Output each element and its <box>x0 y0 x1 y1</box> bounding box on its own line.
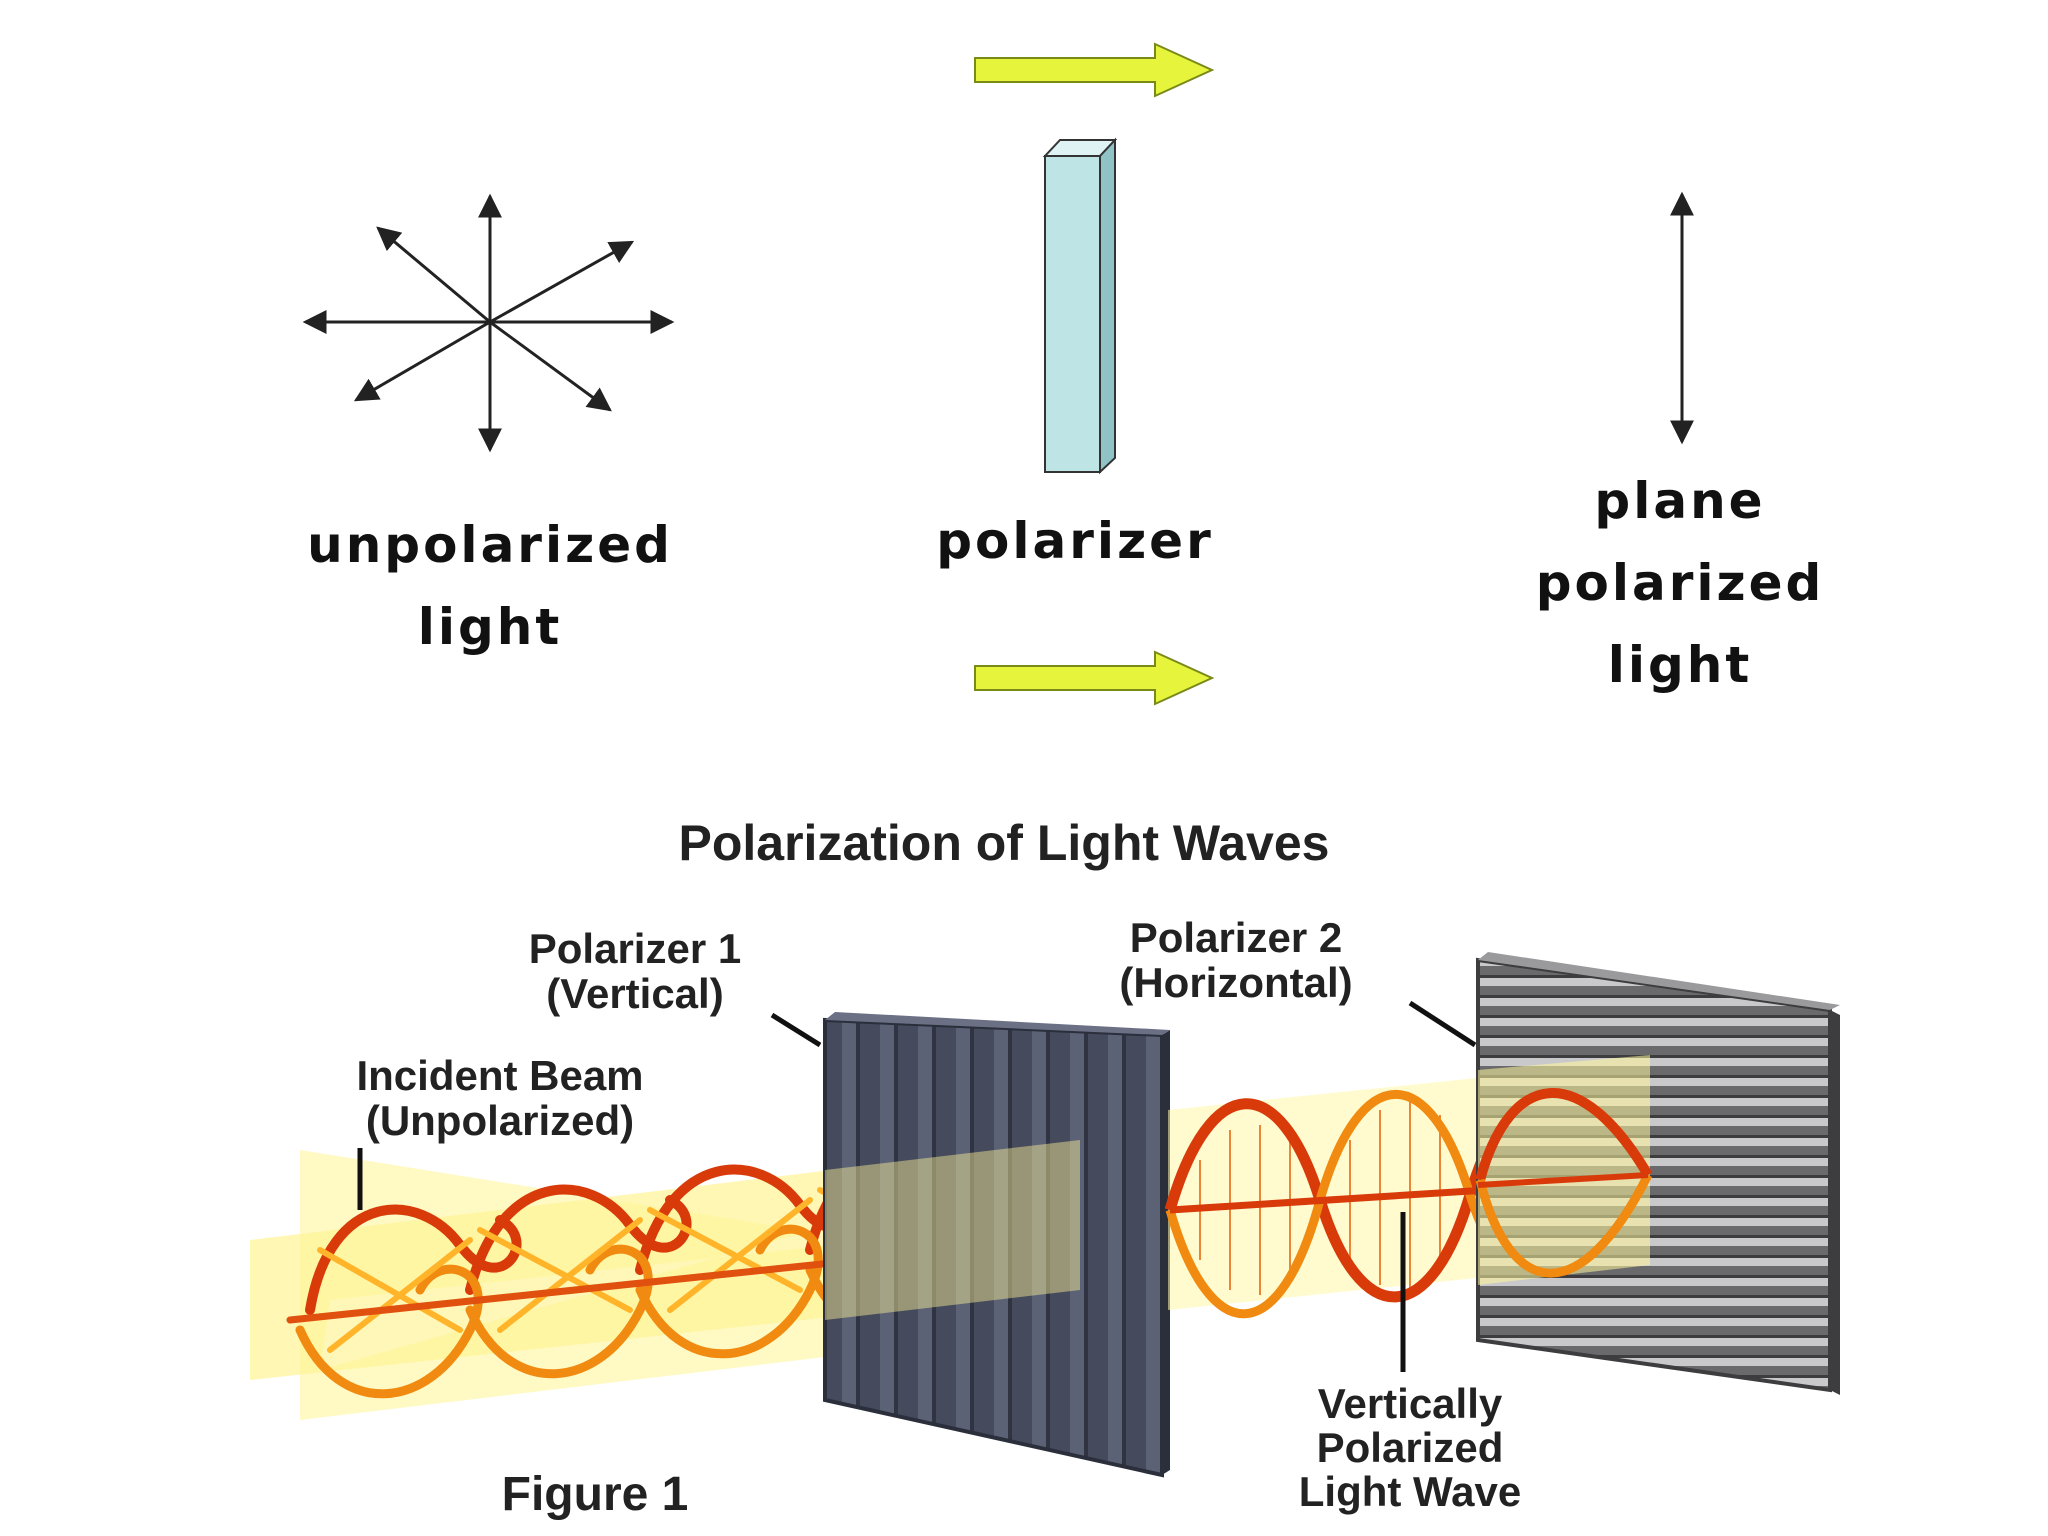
polarizer-1-leader <box>770 1012 822 1048</box>
direction-arrow-bottom <box>974 650 1215 706</box>
wave-at-polarizer-2 <box>1475 1055 1653 1285</box>
figure-label: Figure 1 <box>502 1468 689 1521</box>
unpolarized-wave <box>286 1144 1054 1399</box>
direction-arrow-top <box>974 42 1215 98</box>
vertical-wave-label-line1: Vertically <box>1318 1380 1503 1427</box>
plane-label-line1: plane <box>1594 472 1765 530</box>
plane-label-line2: polarized <box>1536 554 1825 612</box>
polarizer-2-label-line1: Polarizer 2 <box>1130 914 1342 961</box>
polarizer-block <box>1042 137 1118 475</box>
plane-label-line3: light <box>1608 636 1753 694</box>
polarizer-1-label-line1: Polarizer 1 <box>529 925 741 972</box>
polarizer-2-label-line2: (Horizontal) <box>1119 959 1352 1006</box>
unpolarized-light-arrows <box>302 193 675 453</box>
incident-beam-label-line1: Incident Beam <box>356 1052 643 1099</box>
polarizer-label: polarizer <box>936 512 1214 570</box>
vertical-wave-label-line2: Polarized <box>1317 1424 1504 1471</box>
polarizer-1-label-line2: (Vertical) <box>546 970 723 1017</box>
diagram-title: Polarization of Light Waves <box>679 815 1330 871</box>
unpolarized-label-line2: light <box>418 598 563 656</box>
polarizer-2-leader <box>1408 1000 1477 1048</box>
beam-overlay <box>825 1140 1080 1320</box>
vertical-wave-label-line3: Light Wave <box>1299 1468 1521 1515</box>
unpolarized-label-line1: unpolarized <box>307 516 673 574</box>
incident-beam-label-line2: (Unpolarized) <box>366 1097 634 1144</box>
